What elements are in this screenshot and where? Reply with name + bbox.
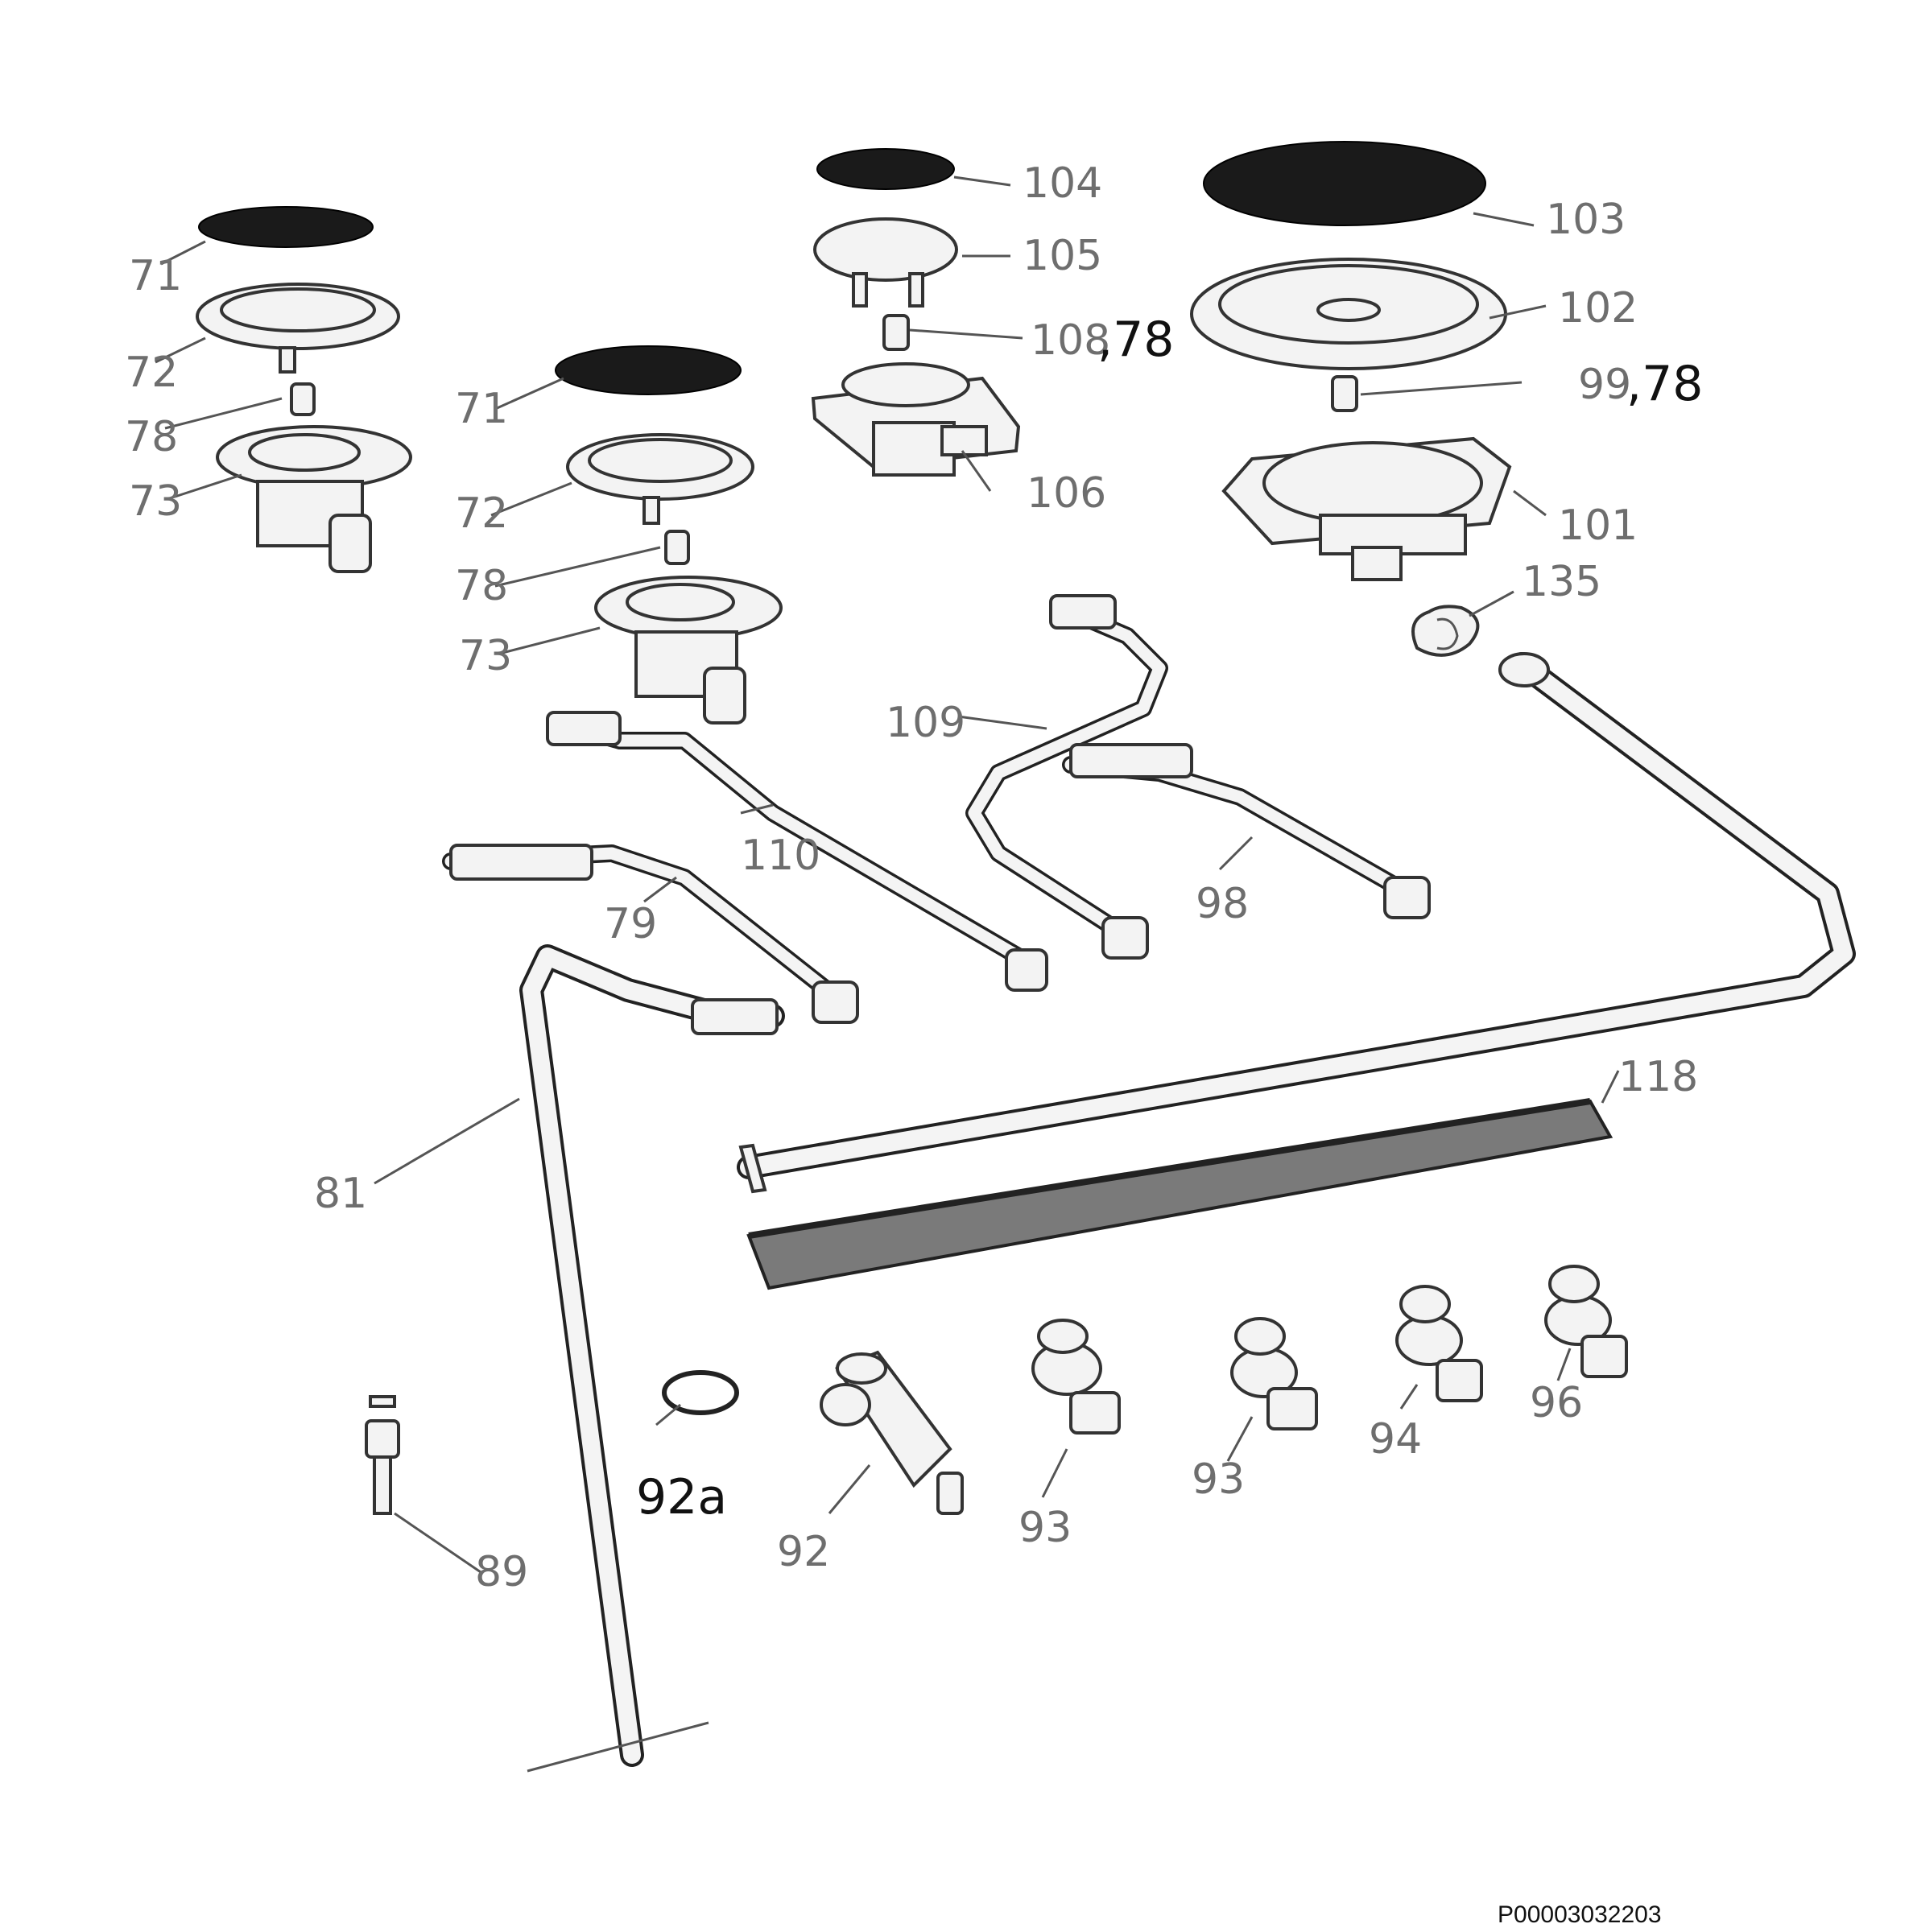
label-71-center: 71 bbox=[455, 385, 508, 433]
injector-99 bbox=[1331, 375, 1358, 412]
label-92: 92 bbox=[777, 1528, 830, 1576]
burner-base-106 bbox=[811, 362, 1021, 477]
label-106: 106 bbox=[1027, 469, 1106, 518]
burner-crown-72-left bbox=[196, 283, 400, 374]
label-96: 96 bbox=[1530, 1379, 1583, 1427]
gas-valve-93-a bbox=[1031, 1319, 1121, 1435]
label-103: 103 bbox=[1546, 196, 1626, 244]
burner-base-101 bbox=[1221, 436, 1512, 581]
label-108-78-suffix: ,78 bbox=[1097, 312, 1174, 368]
gas-pipe-110 bbox=[546, 711, 1048, 992]
label-78-center: 78 bbox=[455, 562, 508, 610]
valve-bracket-118 bbox=[746, 1098, 1613, 1290]
gas-pipe-98 bbox=[1062, 743, 1431, 919]
label-93-a: 93 bbox=[1018, 1504, 1072, 1552]
injector-78-center bbox=[664, 530, 690, 565]
label-93-b: 93 bbox=[1192, 1455, 1245, 1504]
label-98: 98 bbox=[1196, 880, 1249, 928]
label-135: 135 bbox=[1522, 558, 1601, 606]
o-ring-92a bbox=[662, 1370, 739, 1415]
gas-valve-94 bbox=[1395, 1285, 1483, 1402]
label-110: 110 bbox=[741, 832, 820, 880]
label-118: 118 bbox=[1618, 1053, 1698, 1101]
burner-base-73-left bbox=[216, 425, 412, 573]
burner-cap-103 bbox=[1203, 141, 1486, 226]
label-101: 101 bbox=[1558, 502, 1638, 550]
part-labels: 71 72 78 73 71 72 78 73 104 105 108 ,78 … bbox=[125, 159, 1703, 1928]
main-gas-pipe-81 bbox=[519, 944, 785, 1773]
gas-pipe-79 bbox=[442, 844, 859, 1024]
label-89: 89 bbox=[475, 1548, 528, 1596]
burner-cap-104 bbox=[816, 148, 955, 190]
label-78-left: 78 bbox=[125, 413, 178, 461]
label-79: 79 bbox=[604, 900, 657, 948]
label-109: 109 bbox=[886, 699, 965, 747]
label-108: 108 bbox=[1031, 316, 1110, 365]
gas-manifold-rail bbox=[737, 652, 1856, 1194]
gas-pipe-109 bbox=[965, 594, 1168, 960]
label-99: 99 bbox=[1578, 361, 1631, 409]
label-102: 102 bbox=[1558, 284, 1638, 332]
label-72-left: 72 bbox=[125, 349, 178, 397]
leader-lines bbox=[155, 175, 1620, 1575]
gas-valve-92 bbox=[820, 1350, 964, 1515]
diagram-reference-code: P00003032203 bbox=[1498, 1901, 1662, 1928]
label-73-left: 73 bbox=[129, 477, 182, 526]
screw-89 bbox=[365, 1395, 400, 1515]
label-92a: 92a bbox=[636, 1469, 727, 1525]
gas-valve-93-b bbox=[1230, 1317, 1318, 1430]
burner-base-73-center bbox=[594, 576, 783, 724]
gas-valve-96 bbox=[1544, 1265, 1628, 1378]
label-81: 81 bbox=[314, 1170, 367, 1218]
burner-crown-102 bbox=[1190, 258, 1507, 370]
burner-cap-71-center bbox=[555, 345, 742, 395]
label-94: 94 bbox=[1369, 1415, 1422, 1463]
burner-crown-105 bbox=[813, 217, 958, 308]
injector-108 bbox=[882, 314, 910, 351]
burner-cap-71-left bbox=[198, 206, 374, 248]
label-73-center: 73 bbox=[459, 632, 512, 680]
label-72-center: 72 bbox=[455, 489, 508, 538]
label-71-left: 71 bbox=[129, 252, 182, 300]
label-105: 105 bbox=[1023, 232, 1102, 280]
injector-78-left bbox=[290, 382, 316, 416]
label-99-78-suffix: ,78 bbox=[1626, 356, 1703, 412]
clip-135 bbox=[1411, 605, 1480, 657]
burner-crown-72-center bbox=[566, 433, 754, 525]
label-104: 104 bbox=[1023, 159, 1102, 208]
